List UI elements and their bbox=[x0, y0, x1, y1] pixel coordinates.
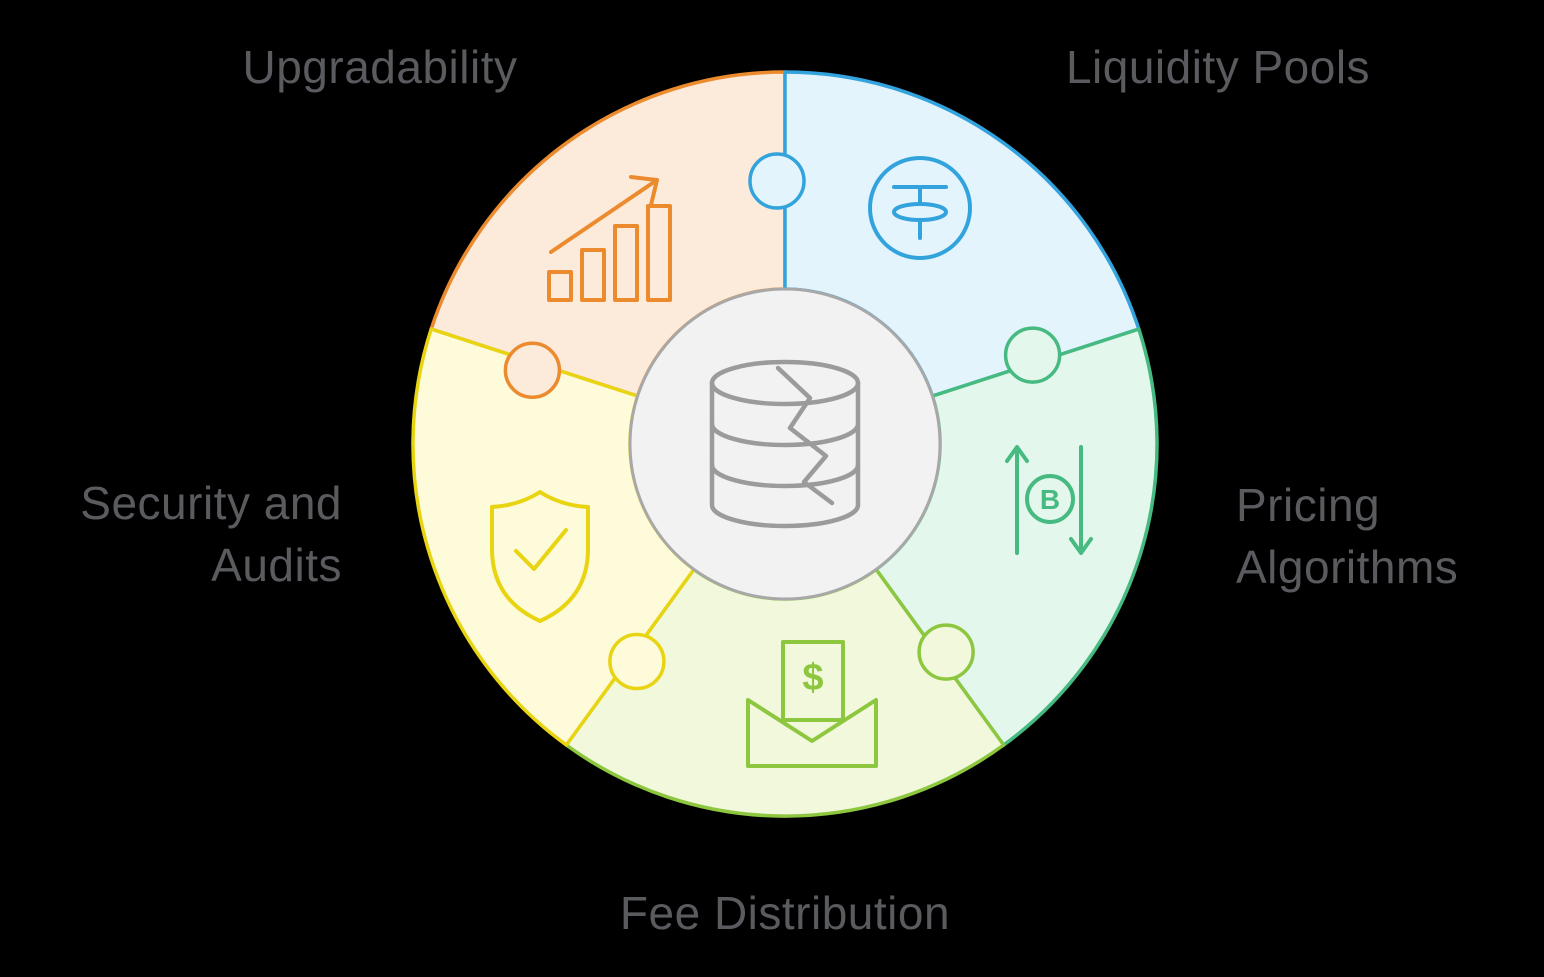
down-arrow-head bbox=[1069, 537, 1093, 555]
puzzle-knobs bbox=[503, 152, 1062, 691]
tether-coin-icon bbox=[868, 156, 972, 260]
knob-security-into-fee bbox=[608, 632, 666, 691]
bar-1 bbox=[547, 270, 573, 302]
bar-3 bbox=[613, 224, 639, 302]
label-security-line-1: Security and bbox=[80, 477, 342, 529]
growth-arrow-shaft bbox=[549, 180, 656, 254]
knob-fee-into-pricing bbox=[917, 623, 975, 681]
shield-outline bbox=[490, 490, 590, 623]
knob-liquidity-into-upgradability bbox=[748, 152, 806, 210]
up-arrow-head bbox=[1005, 445, 1029, 463]
database-crack bbox=[775, 365, 835, 506]
label-liquidity-pools: Liquidity Pools bbox=[1065, 41, 1371, 93]
label-pricing-line-2: Algorithms bbox=[1236, 541, 1459, 593]
label-pricing-line-1: Pricing bbox=[1236, 479, 1381, 531]
coin-circle bbox=[868, 156, 972, 260]
label-security-audits: Security and Audits bbox=[40, 472, 342, 596]
database-ring-2 bbox=[709, 462, 861, 489]
growth-chart-icon bbox=[547, 175, 672, 302]
bar-4 bbox=[646, 204, 672, 302]
bitcoin-circle bbox=[1025, 474, 1075, 524]
bitcoin-exchange-icon: B bbox=[1005, 445, 1093, 555]
shield-checkmark bbox=[514, 528, 568, 571]
database-ring-1 bbox=[709, 421, 861, 448]
knob-pricing-into-liquidity bbox=[1003, 326, 1062, 384]
dollar-sign: $ bbox=[802, 657, 823, 699]
growth-arrow-head bbox=[629, 175, 659, 207]
label-upgradability: Upgradability bbox=[242, 41, 518, 93]
envelope-body bbox=[746, 698, 878, 768]
bitcoin-letter: B bbox=[1040, 484, 1060, 515]
shield-check-icon bbox=[490, 490, 590, 623]
label-security-line-2: Audits bbox=[211, 539, 342, 591]
envelope-dollar-icon: $ bbox=[746, 640, 878, 768]
label-fee-distribution: Fee Distribution bbox=[619, 887, 951, 939]
knob-upgradability-into-security bbox=[503, 341, 562, 400]
database-body bbox=[709, 380, 861, 529]
database-icon bbox=[709, 359, 861, 529]
bar-2 bbox=[580, 248, 606, 302]
envelope-paper bbox=[781, 640, 845, 722]
label-pricing-algorithms: Pricing Algorithms bbox=[1236, 474, 1458, 598]
